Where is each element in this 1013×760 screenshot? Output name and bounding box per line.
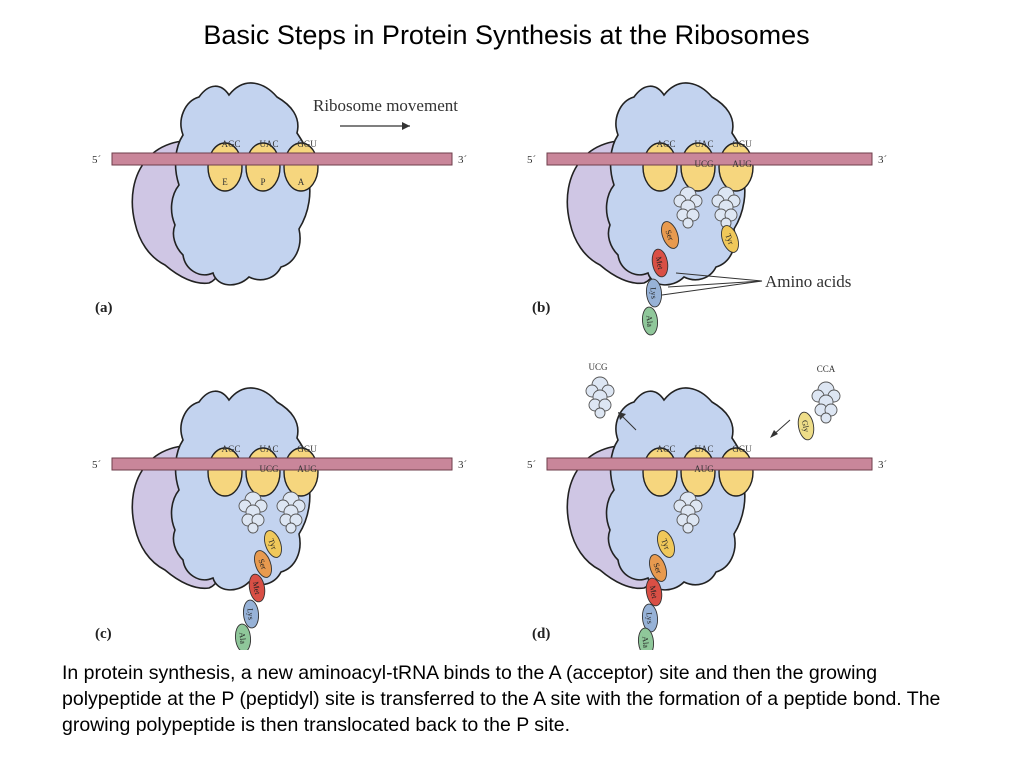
svg-text:Lys: Lys bbox=[649, 287, 659, 299]
page-title: Basic Steps in Protein Synthesis at the … bbox=[203, 20, 810, 50]
svg-text:Lys: Lys bbox=[645, 612, 655, 624]
svg-text:Gly: Gly bbox=[800, 419, 811, 432]
mrna-strand-a bbox=[111, 152, 453, 166]
ribosome-panel-b bbox=[566, 82, 746, 286]
five-prime-label: 5´ bbox=[92, 459, 102, 471]
large-subunit bbox=[605, 387, 746, 591]
svg-text:Met: Met bbox=[648, 585, 659, 600]
site-label-e: E bbox=[222, 177, 228, 187]
svg-text:Ser: Ser bbox=[651, 562, 663, 575]
codon-label-c-0: AGC bbox=[221, 444, 240, 454]
svg-text:Tyr: Tyr bbox=[266, 537, 278, 551]
three-prime-label: 3´ bbox=[878, 459, 888, 471]
amino-acid-lys-d: Lys bbox=[641, 603, 659, 633]
three-prime-label: 3´ bbox=[458, 154, 468, 166]
amino-acid-lys-b: Lys bbox=[645, 278, 663, 308]
incoming-arrowhead bbox=[770, 430, 778, 438]
amino-acid-ala-d: Ala bbox=[637, 627, 655, 650]
svg-text:Lys: Lys bbox=[246, 608, 256, 620]
mrna-strand-b bbox=[546, 152, 873, 166]
svg-text:Ser: Ser bbox=[663, 229, 675, 242]
amino-acid-gly-d: Gly bbox=[797, 411, 815, 441]
ribosome-panel-a bbox=[131, 82, 311, 286]
codon-label-a-0: AGC bbox=[221, 139, 240, 149]
amino-acid-met-b: Met bbox=[651, 248, 669, 278]
amino-acid-met-d: Met bbox=[645, 577, 663, 607]
amino-acid-met-c: Met bbox=[248, 573, 266, 603]
svg-text:Met: Met bbox=[251, 581, 262, 596]
ribosome-movement-label: Ribosome movement bbox=[313, 96, 458, 115]
svg-text:Met: Met bbox=[654, 256, 665, 271]
trna-b-p bbox=[673, 186, 703, 229]
panel-label-c: (c) bbox=[95, 626, 112, 642]
svg-text:Ser: Ser bbox=[256, 558, 268, 571]
svg-text:Ala: Ala bbox=[645, 315, 655, 328]
anticodon-c-1: AUG bbox=[297, 464, 317, 474]
movement-arrowhead bbox=[402, 122, 410, 130]
amino-acid-tyr-b: Tyr bbox=[721, 225, 739, 253]
amino-acid-lys-c: Lys bbox=[242, 599, 260, 629]
codon-label-d-2: GGU bbox=[732, 444, 752, 454]
svg-text:Tyr: Tyr bbox=[659, 537, 671, 551]
amino-acids-label: Amino acids bbox=[765, 272, 851, 291]
codon-label-a-2: GGU bbox=[297, 139, 317, 149]
trna-c-p bbox=[238, 491, 268, 534]
ribosome-site-c-0 bbox=[207, 447, 243, 497]
amino-acid-ser-d: Ser bbox=[649, 554, 667, 582]
trna-c-a bbox=[276, 491, 306, 534]
five-prime-label: 5´ bbox=[92, 154, 102, 166]
amino-acid-tyr-c: Tyr bbox=[264, 530, 282, 558]
svg-text:Ala: Ala bbox=[238, 632, 248, 645]
amino-acid-pointer-0 bbox=[675, 272, 763, 282]
leaving-trna-anticodon: UCG bbox=[588, 362, 608, 372]
codon-label-c-2: GGU bbox=[297, 444, 317, 454]
codon-label-b-2: GGU bbox=[732, 139, 752, 149]
protein-synthesis-figure: 5´ 3´ AGC UAC GGU E P A Ribosome movement (a) 5´ 3´… bbox=[92, 82, 888, 650]
anticodon-c-0: UCG bbox=[259, 464, 279, 474]
codon-label-b-1: UAC bbox=[694, 139, 713, 149]
three-prime-label: 3´ bbox=[878, 154, 888, 166]
panel-label-d: (d) bbox=[532, 626, 550, 642]
incoming-trna-anticodon: CCA bbox=[817, 364, 836, 374]
ribosome-site-b-0 bbox=[642, 142, 678, 192]
codon-label-c-1: UAC bbox=[259, 444, 278, 454]
anticodon-b-0: UCG bbox=[694, 159, 714, 169]
codon-label-a-1: UAC bbox=[259, 139, 278, 149]
caption: In protein synthesis, a new aminoacyl-tR… bbox=[62, 662, 941, 736]
amino-acid-ala-c: Ala bbox=[234, 623, 252, 650]
ribosome-panel-d bbox=[566, 387, 746, 591]
amino-acid-tyr-d: Tyr bbox=[657, 530, 675, 558]
large-subunit bbox=[170, 82, 311, 286]
large-subunit bbox=[605, 82, 746, 286]
leaving-arrowhead bbox=[618, 412, 626, 420]
site-label-p: P bbox=[260, 177, 265, 187]
three-prime-label: 3´ bbox=[458, 459, 468, 471]
anticodon-b-1: AUG bbox=[732, 159, 752, 169]
panel-label-b: (b) bbox=[532, 300, 550, 316]
amino-acid-ser-c: Ser bbox=[254, 550, 272, 578]
ribosome-site-d-2 bbox=[718, 447, 754, 497]
five-prime-label: 5´ bbox=[527, 459, 537, 471]
codon-label-d-1: UAC bbox=[694, 444, 713, 454]
amino-acid-pointer-1 bbox=[667, 280, 763, 288]
five-prime-label: 5´ bbox=[527, 154, 537, 166]
ribosome-site-d-0 bbox=[642, 447, 678, 497]
panel-label-a: (a) bbox=[95, 300, 113, 316]
trna-d-p bbox=[673, 491, 703, 534]
svg-text:Tyr: Tyr bbox=[723, 232, 735, 246]
trna-d-leaving bbox=[585, 376, 615, 419]
mrna-strand-d bbox=[546, 457, 873, 471]
site-label-a: A bbox=[298, 177, 305, 187]
amino-acid-ala-b: Ala bbox=[641, 306, 659, 336]
codon-label-b-0: AGC bbox=[656, 139, 675, 149]
svg-text:Ala: Ala bbox=[641, 636, 651, 649]
amino-acid-ser-b: Ser bbox=[661, 221, 679, 249]
anticodon-d-0: AUG bbox=[694, 464, 714, 474]
amino-acid-pointer-2 bbox=[661, 280, 763, 296]
mrna-strand-c bbox=[111, 457, 453, 471]
codon-label-d-0: AGC bbox=[656, 444, 675, 454]
trna-d-incoming bbox=[811, 381, 841, 424]
